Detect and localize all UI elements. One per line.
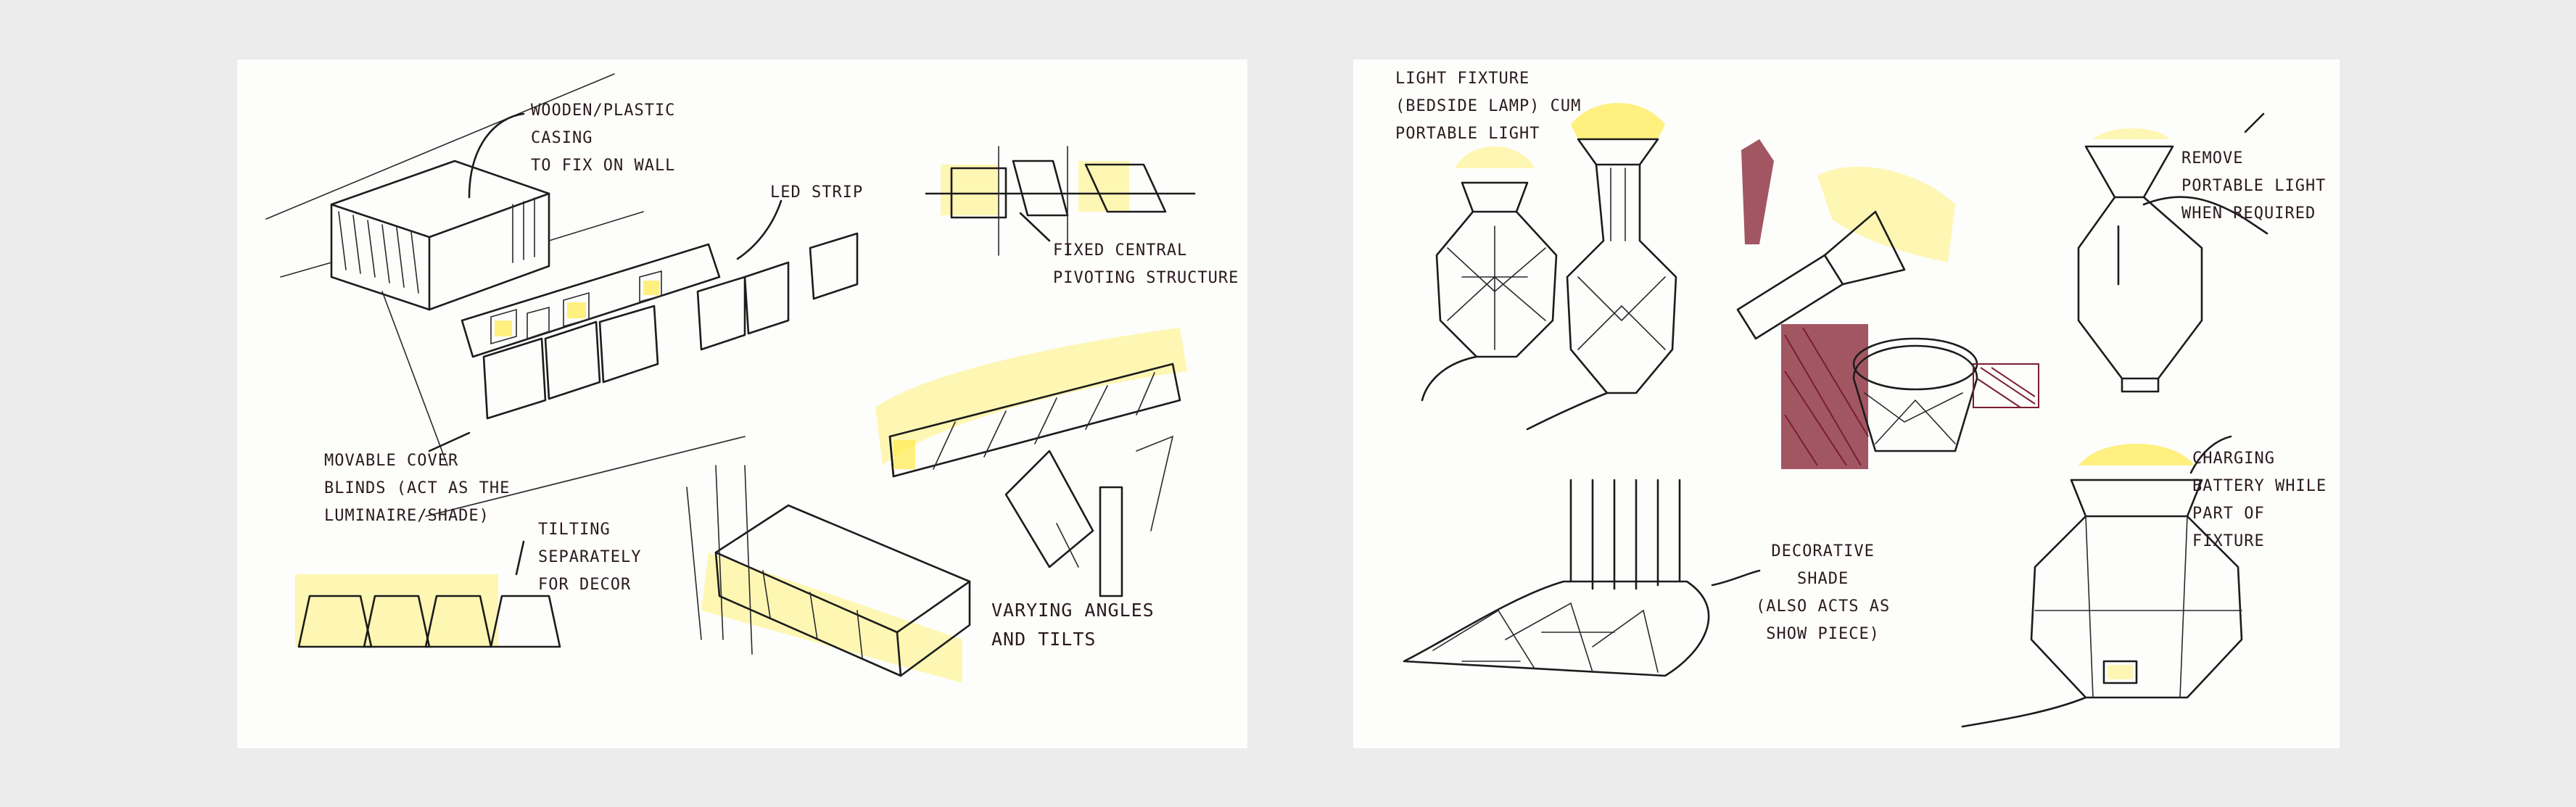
fixture-note: LIGHT FIXTURE (BEDSIDE LAMP) CUM PORTABL…	[1395, 70, 1582, 143]
blinds-arrow	[428, 431, 471, 452]
casing-arrow	[468, 112, 525, 199]
open-vase-sketch	[1852, 337, 2039, 452]
decorative-shade-sketch	[1403, 479, 1710, 677]
portable-torch-sketch	[1736, 166, 1955, 469]
pivot-arrow	[1019, 212, 1051, 242]
angles-detail-sketch	[1004, 435, 1174, 597]
tilting-note: TILTING SEPARATELY FOR DECOR	[538, 521, 642, 594]
tilted-bar-sketch	[875, 328, 1187, 478]
casing-note: WOODEN/PLASTIC CASING TO FIX ON WALL	[531, 102, 676, 175]
sketch-sheet-lamp: LIGHT FIXTURE (BEDSIDE LAMP) CUM PORTABL…	[1353, 59, 2340, 748]
charging-lamp-sketch	[1961, 444, 2243, 728]
wall-casing-sketch	[265, 73, 644, 311]
remove-arrow	[2244, 112, 2265, 133]
angles-note: VARYING ANGLES AND TILTS	[991, 600, 1155, 650]
led-arrow	[736, 199, 783, 260]
lamp-short-sketch	[1421, 146, 1558, 402]
sketch-sheet-wall-luminaire: WOODEN/PLASTIC CASING TO FIX ON WALL LED…	[237, 59, 1247, 748]
remove-note: REMOVE PORTABLE LIGHT WHEN REQUIRED	[2181, 149, 2327, 223]
lamp-drawing	[1403, 103, 2269, 728]
panel-with-windows-sketch	[381, 232, 859, 517]
decorative-note: DECORATIVE SHADE (ALSO ACTS AS SHOW PIEC…	[1756, 542, 1891, 643]
pivot-note: FIXED CENTRAL PIVOTING STRUCTURE	[1053, 241, 1239, 287]
pivot-structure-sketch	[925, 146, 1196, 256]
charging-arrow	[2189, 435, 2232, 474]
blinds-note: MOVABLE COVER BLINDS (ACT AS THE LUMINAI…	[324, 452, 511, 525]
lamp-tall-sketch	[1526, 103, 1677, 431]
maroon-shade-fragment	[1741, 139, 1774, 244]
decorative-arrow	[1711, 569, 1761, 587]
removable-light-sketch	[2077, 128, 2269, 393]
tilting-arrow	[515, 540, 525, 576]
tilting-panels-sketch	[295, 574, 561, 648]
charging-note: CHARGING BATTERY WHILE PART OF FIXTURE	[2192, 450, 2327, 550]
wall-luminaire-drawing	[265, 73, 1196, 683]
led-strip-note: LED STRIP	[770, 183, 864, 202]
long-box-sketch	[686, 465, 971, 683]
